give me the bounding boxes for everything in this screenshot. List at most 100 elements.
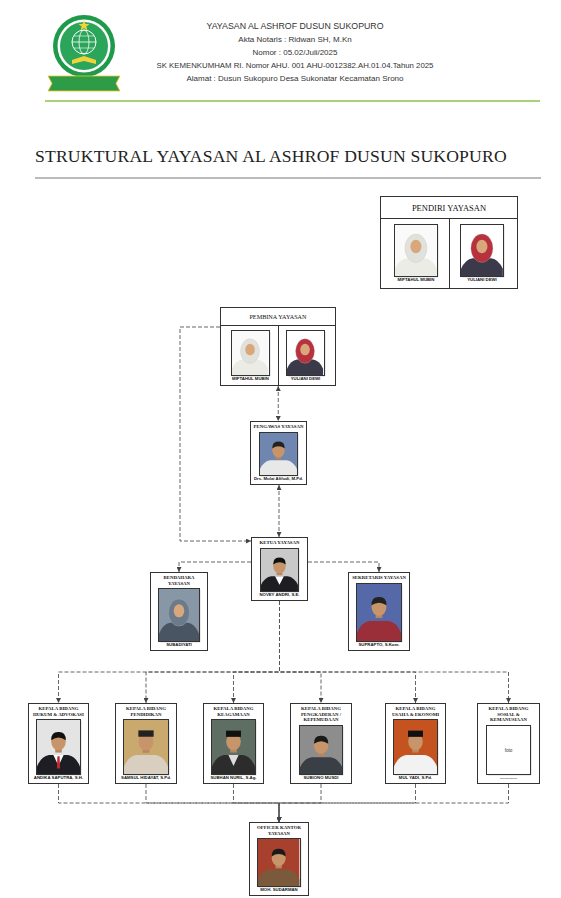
dashed-connector — [179, 562, 251, 572]
photo-background — [395, 225, 437, 276]
photo-hair — [273, 558, 286, 565]
position-box: SEKRETARIS YAYASANSUPRAPTO, S.Kom. — [348, 572, 410, 651]
logo-globe — [72, 30, 96, 54]
name-text: MIFTAHUL MUBIN — [225, 377, 276, 382]
photo-hair — [272, 849, 286, 857]
position-box: PENGAWAS YAYASAN Drs. Mulai Afifudi, M.Pd… — [250, 421, 307, 485]
photo-background — [260, 433, 297, 475]
photo-face — [51, 733, 66, 751]
heading-text: OFFICER KANTOR YAYASAN — [252, 825, 306, 836]
photo-background — [159, 589, 199, 641]
heading-text: SEKRETARIS YAYASAN — [351, 575, 407, 581]
title-rule — [35, 178, 541, 179]
position-box: KEPALA BIDANG PENGKADERAN / KEPEMUDAANSU… — [290, 703, 352, 784]
photo-body — [394, 755, 437, 774]
logo-ribbon — [48, 76, 120, 91]
photo-background — [300, 726, 342, 774]
photo-background — [357, 584, 401, 641]
name-text: SUBIONO MUSDI — [292, 776, 350, 781]
position-box: KEPALA BIDANG SOSIAL & KEMANUSIAANfoto--… — [477, 703, 540, 784]
dashed-connector — [279, 485, 280, 537]
name-text: ANDIKA SAPUTRA, S.H. — [30, 776, 87, 781]
photo-hijab — [405, 234, 427, 262]
heading-text: KEPALA BIDANG PENDIDIKAN — [118, 706, 174, 717]
logo — [48, 15, 120, 91]
photo-body — [258, 870, 299, 886]
position-box: OFFICER KANTOR YAYASAN MOH. SUDARMAN — [249, 822, 309, 896]
person-card: MIFTAHUL MUBIN — [224, 328, 277, 384]
name-text: MIFTAHUL MUBIN — [385, 278, 447, 283]
header-text: Alamat : Dusun Sukopuro Desa Sukonatar K… — [100, 74, 490, 83]
photo-face — [372, 598, 387, 616]
person-card: YULIANI DEWI — [450, 222, 514, 285]
photo-hijab — [471, 234, 493, 262]
position-box: KEPALA BIDANG PENDIDIKANSAMSUL HIDAYAT, … — [115, 703, 177, 784]
dashed-connector — [308, 562, 379, 572]
photo-cap — [226, 731, 241, 737]
photo-hair — [272, 442, 285, 449]
photo-body — [212, 755, 255, 774]
person-photo — [37, 720, 80, 774]
heading-text: KEPALA BIDANG KEAGAMAAN — [206, 706, 261, 717]
photo-background — [261, 549, 298, 591]
photo-background — [287, 331, 323, 375]
dashed-connector — [234, 601, 280, 703]
divider-line — [449, 219, 450, 288]
position-box: KETUA YAYASANNOVEY ANDRI, S.E. — [251, 537, 308, 601]
name-text: MOH. SUDARMAN — [251, 888, 307, 893]
group-box: PENDIRI YAYASANMIFTAHUL MUBINYULIANI DEW… — [380, 196, 518, 289]
photo-body — [260, 460, 297, 475]
logo-star — [79, 20, 90, 31]
dashed-connector — [280, 601, 322, 703]
header-rule — [45, 100, 540, 101]
logo-globe-equator — [72, 42, 96, 43]
position-box: KEPALA BIDANG USAHA & EKONOMIMUL YADI, S… — [385, 703, 446, 784]
photo-background — [37, 720, 80, 774]
person-photo — [258, 839, 299, 886]
name-text: Drs. Mulai Afifudi, M.Pd. — [252, 477, 305, 482]
photo-hijab — [296, 339, 315, 364]
person-photo — [394, 720, 437, 774]
dashed-connector — [146, 601, 280, 703]
photo-background — [394, 720, 437, 774]
name-text: YULIANI DEWI — [280, 377, 331, 382]
dashed-connector — [279, 784, 321, 822]
person-photo — [357, 584, 401, 641]
dashed-connector — [280, 601, 509, 703]
divider-line — [278, 326, 279, 385]
photo-face — [273, 558, 286, 573]
photo-face — [301, 344, 311, 356]
photo-background — [232, 331, 268, 375]
header-text: YAYASAN AL ASHROF DUSUN SUKOPURO — [100, 21, 490, 31]
logo-ring — [53, 15, 115, 77]
photo-face — [272, 442, 285, 457]
photo-background — [461, 225, 503, 276]
photo-collar — [228, 755, 238, 766]
photo-background — [212, 720, 255, 774]
photo-background — [258, 839, 299, 886]
heading-text: KETUA YAYASAN — [254, 540, 305, 546]
photo-hair — [372, 597, 387, 605]
heading-text: PENGAWAS YAYASAN — [253, 424, 304, 430]
person-photo — [395, 225, 437, 276]
photo-body — [37, 755, 80, 774]
dashed-connector — [280, 601, 416, 703]
name-text: MUL YADI, S.Pd. — [387, 776, 444, 781]
dashed-connector — [59, 784, 280, 822]
person-photo — [287, 331, 323, 375]
placeholder-text: foto — [478, 748, 539, 753]
dashed-connector — [279, 784, 509, 822]
person-photo — [461, 225, 503, 276]
heading-text: KEPALA BIDANG SOSIAL & KEMANUSIAAN — [480, 706, 537, 723]
header-text: Nomor : 05.02/Juli/2025 — [100, 48, 490, 57]
logo-book — [72, 56, 96, 64]
position-box: KEPALA BIDANG HUKUM & ADVOKASIANDIKA SAP… — [28, 703, 89, 784]
photo-body — [300, 757, 342, 774]
dashed-connector — [234, 784, 280, 822]
chart-title: STRUKTURAL YAYASAN AL ASHROF DUSUN SUKOP… — [35, 146, 507, 167]
header-text: SK KEMENKUMHAM RI. Nomor AHU. 001 AHU-00… — [100, 61, 490, 70]
dashed-connector — [180, 327, 251, 541]
photo-hijab — [241, 339, 260, 364]
